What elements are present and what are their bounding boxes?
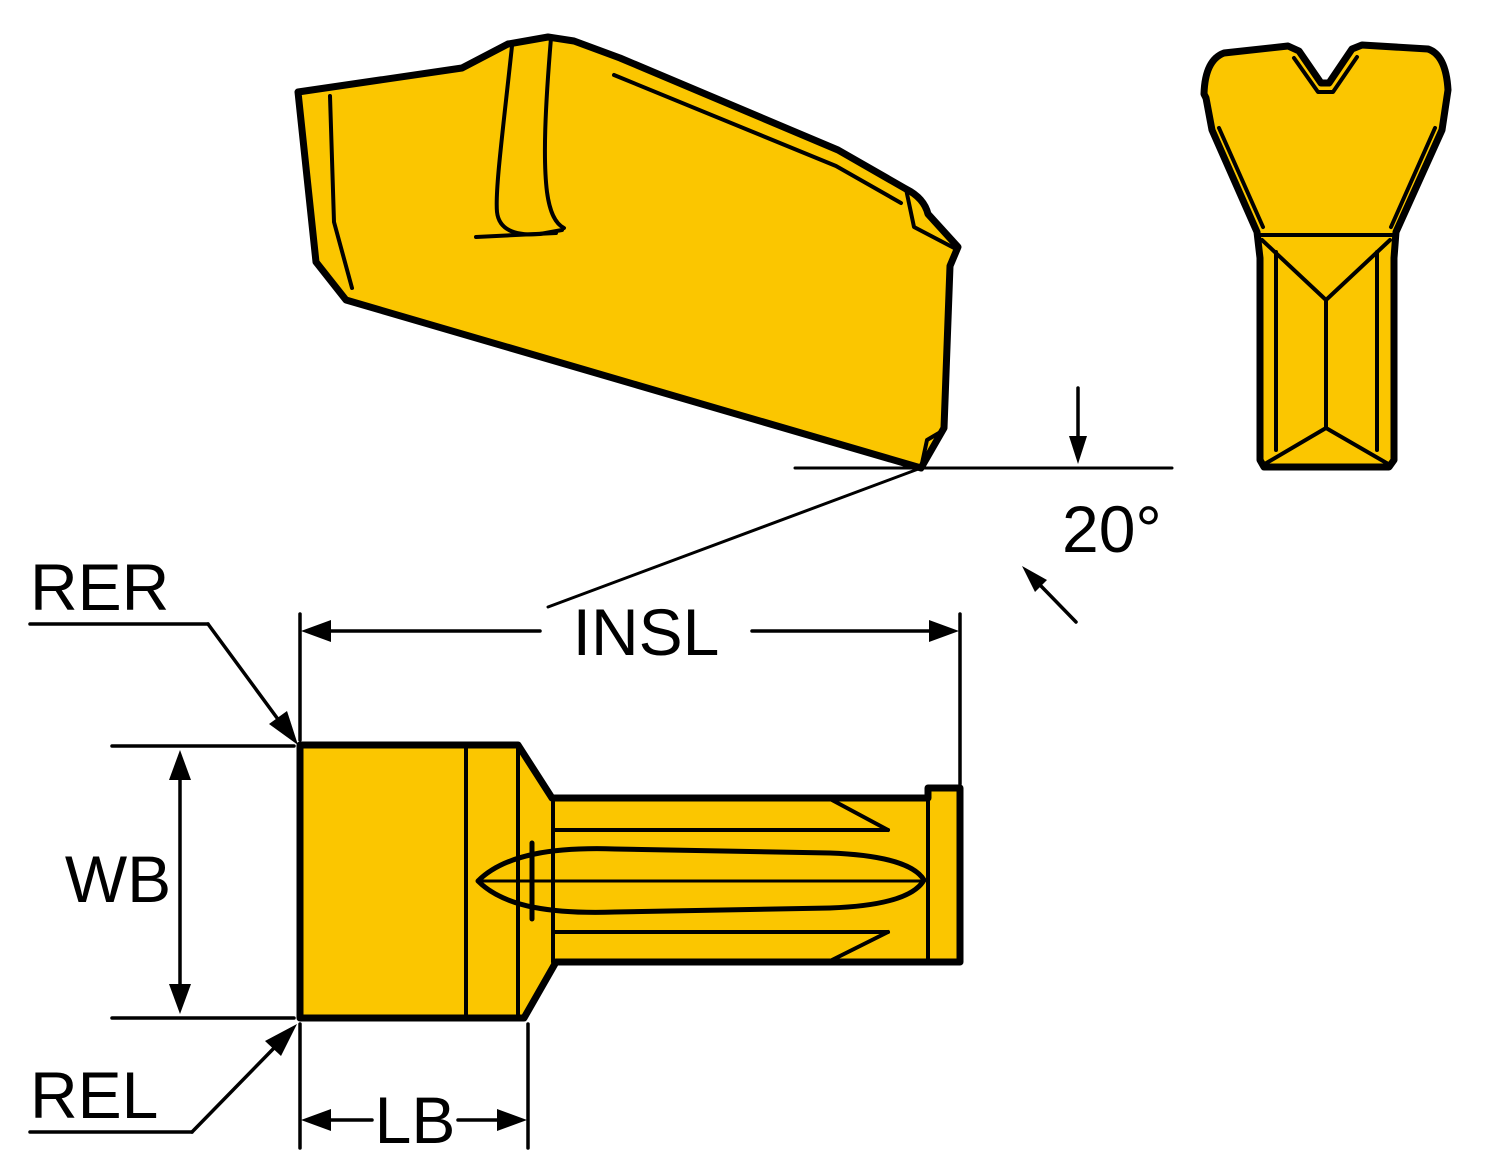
angle-arrow-upleft-head: [1022, 566, 1047, 592]
side-view-insert: [294, 33, 962, 472]
front-view-outline: [1200, 41, 1452, 471]
side-view-left-facet-line: [328, 94, 354, 290]
side-view-groove-base-line: [474, 231, 558, 239]
side-view-groove-line-2: [542, 36, 566, 230]
side-view-shoulder-line: [904, 187, 958, 251]
rel-arrowhead: [265, 1024, 297, 1056]
angle-label: 20°: [1062, 492, 1162, 566]
angle-arrow-down-head: [1069, 436, 1087, 464]
dimension-lb: LB: [298, 1022, 530, 1157]
callout-rer: RER: [28, 550, 298, 745]
profile-view-insert: [296, 741, 964, 1022]
rer-label: RER: [30, 550, 169, 624]
side-view-tip-chamfer-line: [919, 428, 946, 470]
side-view-top-facet-line: [612, 73, 903, 205]
rel-label: REL: [30, 1058, 158, 1132]
side-view-outline: [294, 33, 962, 472]
front-view-left-taper-line: [1217, 126, 1265, 229]
rer-leader-line: [206, 622, 282, 724]
front-view-right-taper-line: [1389, 126, 1437, 229]
dimension-insl: INSL: [298, 595, 962, 786]
front-view-bottom-chevron-line: [1261, 426, 1392, 467]
lb-arrow-right: [497, 1109, 527, 1131]
insl-arrow-right: [929, 620, 959, 642]
wb-arrow-down: [169, 984, 191, 1014]
angle-sloped-reference-line: [546, 466, 923, 609]
front-view-top-vee-inner-line: [1292, 55, 1359, 94]
insl-arrow-left: [301, 620, 331, 642]
wb-arrow-up: [169, 750, 191, 780]
insl-label: INSL: [573, 595, 720, 669]
angle-annotation: 20°: [546, 386, 1174, 624]
profile-top-chevron-line: [830, 798, 890, 832]
lb-label: LB: [375, 1083, 456, 1157]
profile-bottom-chevron-line: [830, 930, 890, 962]
front-view-insert: [1200, 41, 1452, 471]
dimension-wb: WB: [65, 744, 296, 1020]
rer-arrowhead: [269, 711, 298, 745]
rel-leader-line: [190, 1044, 278, 1134]
angle-arrow-upleft-shaft: [1039, 584, 1078, 624]
lb-arrow-left: [301, 1109, 331, 1131]
callout-rel: REL: [28, 1024, 297, 1134]
wb-label: WB: [65, 842, 171, 916]
